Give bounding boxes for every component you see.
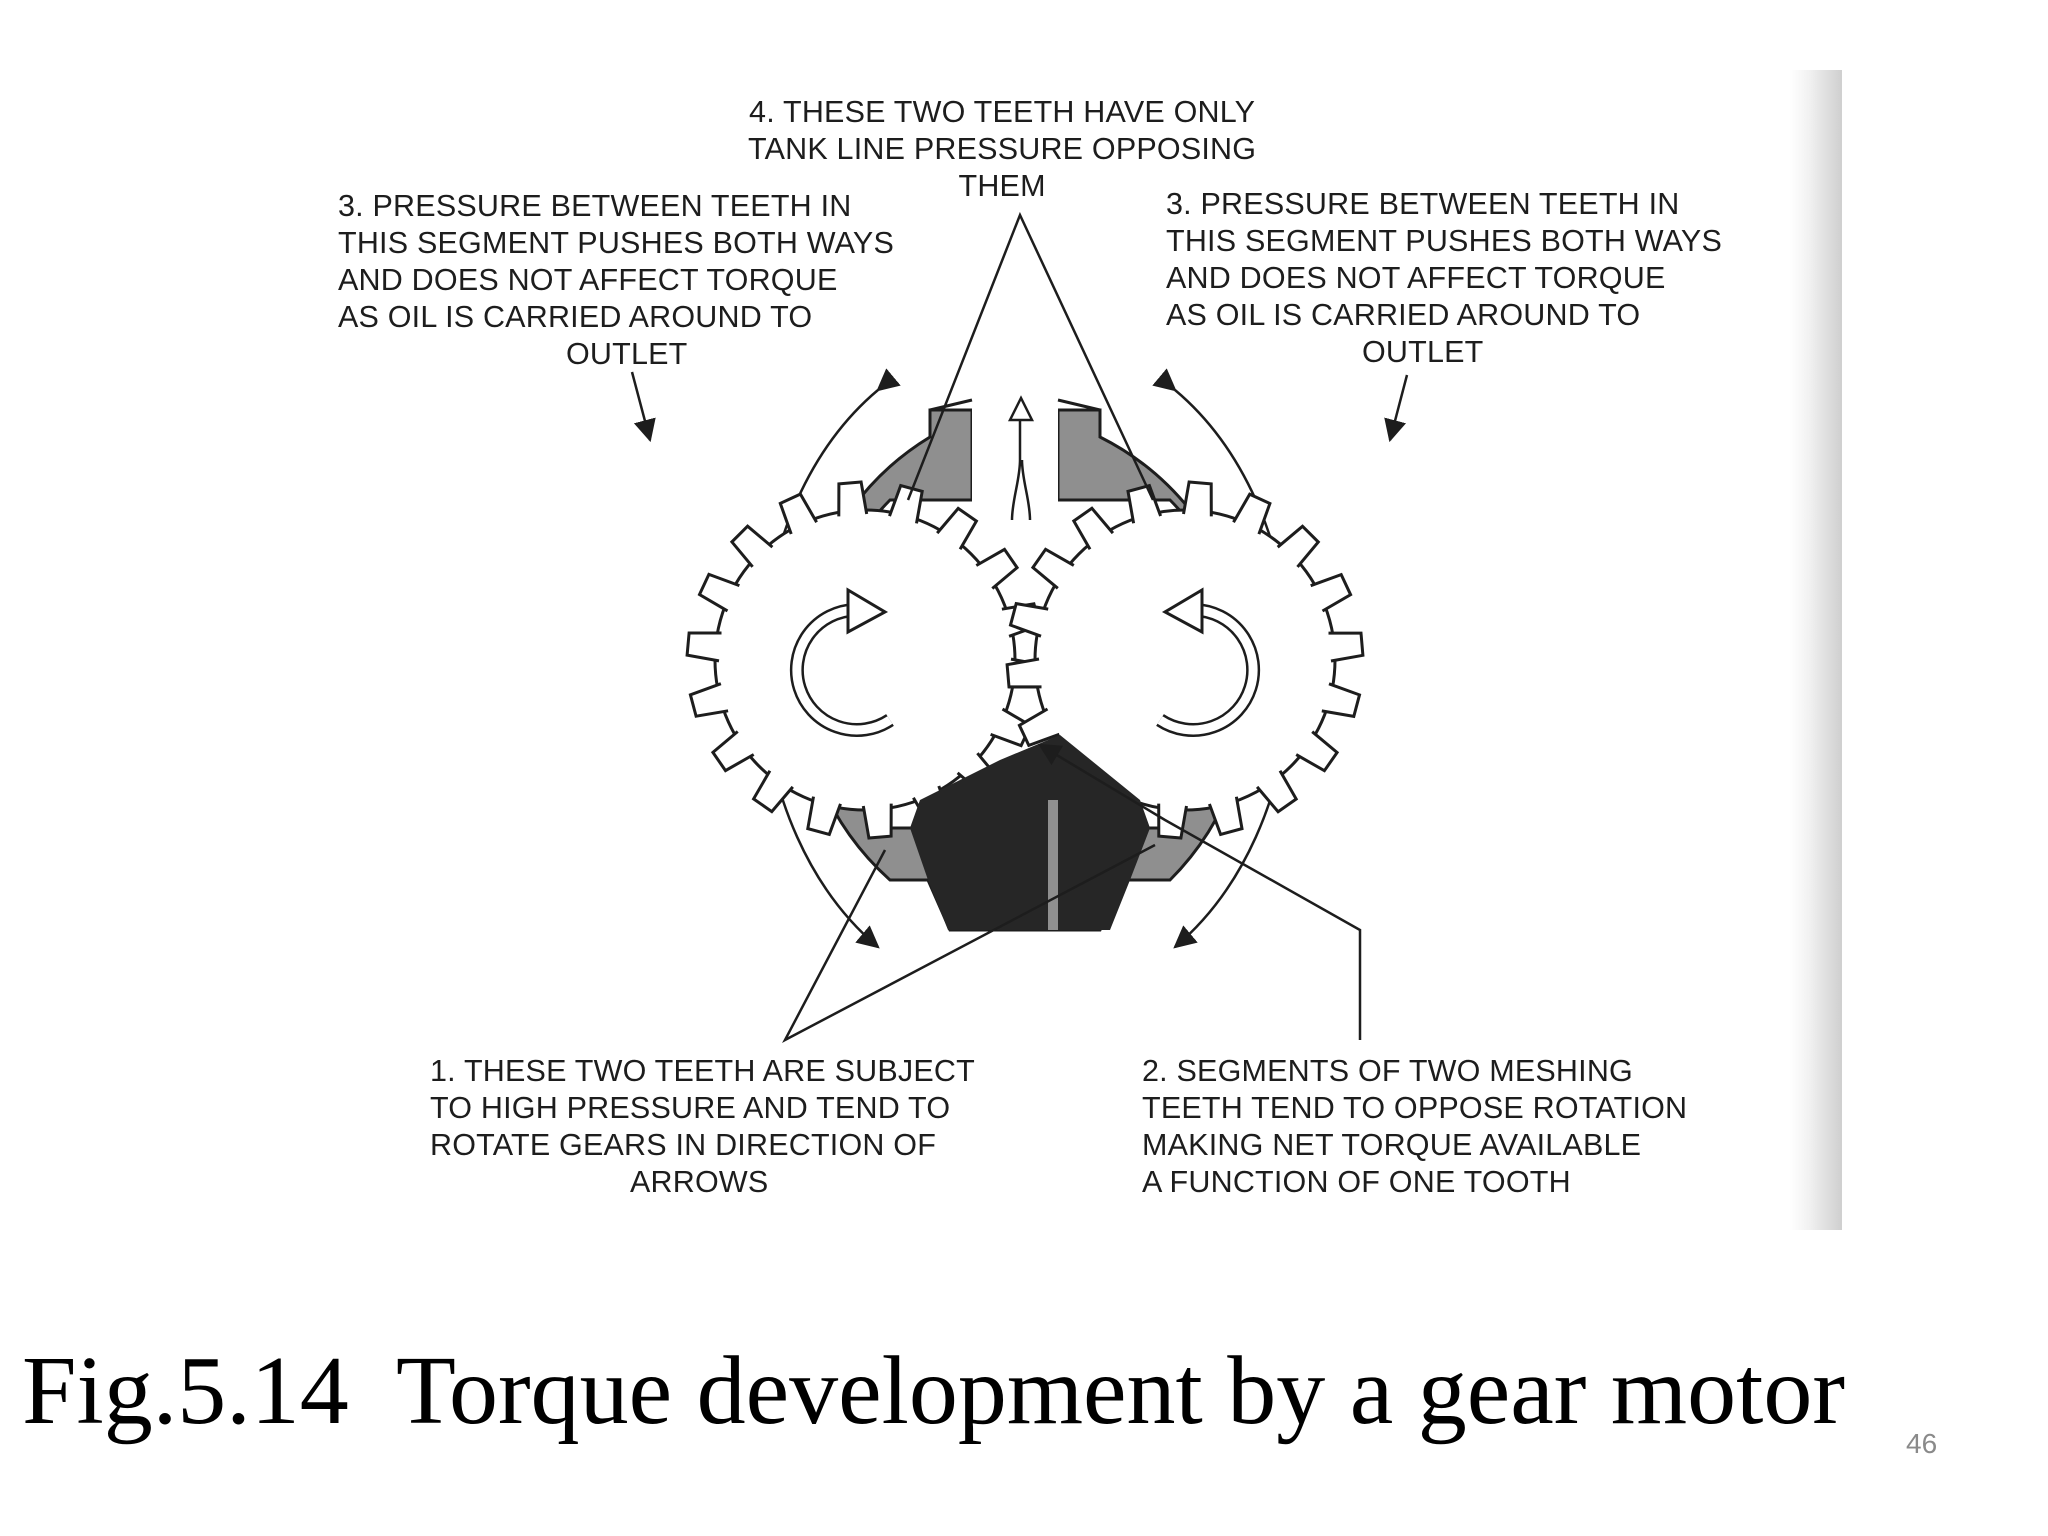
gear-tooth — [697, 572, 740, 613]
leader-1 — [782, 843, 1156, 1043]
annotation-2-line: MAKING NET TORQUE AVAILABLE — [1142, 1128, 1642, 1162]
page-number: 46 — [1906, 1428, 1938, 1459]
annotation-3-right-line: AS OIL IS CARRIED AROUND TO — [1166, 298, 1641, 332]
annotation-3-left-line: AS OIL IS CARRIED AROUND TO — [338, 300, 813, 334]
gear-tooth — [729, 524, 774, 568]
annotation-4: 4. THESE TWO TEETH HAVE ONLY TANK LINE P… — [748, 94, 1256, 205]
gear-tooth — [1232, 492, 1272, 535]
gear-tooth — [1126, 483, 1163, 524]
gear-tooth — [1276, 524, 1321, 568]
scan-edge-shadow — [1790, 70, 1842, 1230]
annotation-3-left-line: THIS SEGMENT PUSHES BOTH WAYS — [338, 226, 895, 260]
gear-tooth — [861, 803, 893, 840]
gear-tooth — [837, 480, 869, 517]
figure-caption: Fig.5.14 Torque development by a gear mo… — [22, 1337, 1846, 1445]
gear-tooth — [1321, 682, 1362, 719]
gear-tooth — [1005, 657, 1042, 689]
gear-tooth — [1328, 631, 1365, 663]
leader-3-left — [630, 371, 656, 443]
annotation-1-line: ROTATE GEARS IN DIRECTION OF — [430, 1128, 937, 1162]
gear-tooth — [1008, 601, 1049, 638]
gear-tooth — [710, 730, 755, 773]
annotation-3-right: 3. PRESSURE BETWEEN TEETH IN THIS SEGMEN… — [1166, 186, 1722, 371]
annotation-3-right-line: AND DOES NOT AFFECT TORQUE — [1166, 261, 1666, 295]
annotation-2-line: TEETH TEND TO OPPOSE ROTATION — [1142, 1091, 1688, 1125]
gear-tooth — [1207, 796, 1244, 837]
leader-4 — [906, 211, 1155, 501]
leader-3-right — [1384, 374, 1409, 443]
gear-tooth — [1157, 803, 1188, 840]
gear-tooth — [688, 682, 729, 718]
gear-tooth — [806, 796, 842, 837]
annotation-2-line: 2. SEGMENTS OF TWO MESHING — [1142, 1054, 1633, 1088]
gear-tooth — [1017, 707, 1060, 748]
annotation-3-left-line: AND DOES NOT AFFECT TORQUE — [338, 263, 838, 297]
gear-tooth — [1310, 572, 1353, 613]
gear-tooth — [975, 547, 1020, 590]
gear-tooth — [751, 770, 794, 814]
gear-tooth — [1255, 770, 1299, 814]
annotation-3-right-line: 3. PRESSURE BETWEEN TEETH IN — [1166, 187, 1680, 221]
annotation-3-left-line: 3. PRESSURE BETWEEN TEETH IN — [338, 189, 852, 223]
gear-tooth — [685, 631, 722, 663]
gear-tooth — [1182, 480, 1213, 517]
annotation-3-right-line: THIS SEGMENT PUSHES BOTH WAYS — [1166, 224, 1723, 258]
annotation-1-line: ARROWS — [630, 1165, 769, 1199]
annotation-1-line: 1. THESE TWO TEETH ARE SUBJECT — [430, 1054, 975, 1088]
inlet-split — [1048, 800, 1058, 930]
gear-tooth — [1295, 730, 1340, 773]
annotation-3-right-line: OUTLET — [1362, 335, 1484, 369]
annotation-3-left: 3. PRESSURE BETWEEN TEETH IN THIS SEGMEN… — [338, 188, 894, 373]
gear-tooth — [1030, 547, 1075, 590]
outlet-arrow — [1010, 410, 1032, 521]
annotation-4-line: THEM — [958, 169, 1046, 203]
annotation-3-left-line: OUTLET — [566, 337, 688, 371]
annotation-2: 2. SEGMENTS OF TWO MESHING TEETH TEND TO… — [1142, 1053, 1687, 1201]
annotation-1: 1. THESE TWO TEETH ARE SUBJECT TO HIGH P… — [430, 1053, 975, 1201]
gear-tooth — [778, 492, 818, 535]
annotation-4-line: TANK LINE PRESSURE OPPOSING — [748, 132, 1257, 166]
leader-2 — [1038, 743, 1362, 1040]
annotation-4-line: 4. THESE TWO TEETH HAVE ONLY — [749, 95, 1256, 129]
annotation-1-line: TO HIGH PRESSURE AND TEND TO — [430, 1091, 951, 1125]
annotation-2-line: A FUNCTION OF ONE TOOTH — [1142, 1165, 1571, 1199]
gear-tooth — [936, 506, 979, 550]
gear-tooth — [1071, 506, 1115, 550]
high-pressure-region — [910, 735, 1150, 930]
